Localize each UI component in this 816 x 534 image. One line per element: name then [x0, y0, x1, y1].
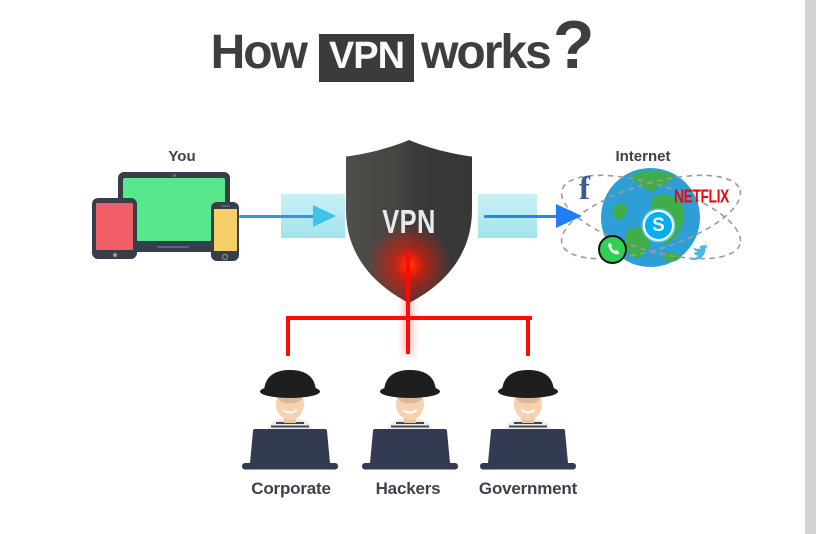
scrollbar-track[interactable] — [805, 0, 816, 534]
hacker-figure-government — [478, 366, 578, 476]
internet-label: Internet — [615, 148, 671, 165]
title-word-how: How — [210, 26, 308, 79]
red-connector-horizontal — [286, 316, 532, 320]
phone-screen — [213, 209, 237, 251]
phone-speaker — [220, 205, 230, 207]
laptop-base — [109, 245, 236, 252]
facebook-icon: f — [579, 171, 590, 207]
arrow-right-icon-right — [556, 204, 582, 228]
user-devices-group: You — [90, 145, 250, 270]
whatsapp-phone-glyph — [608, 242, 620, 255]
twitter-icon — [687, 244, 709, 261]
connection-line-left — [239, 215, 315, 218]
laptop-screen — [123, 178, 225, 241]
hacker-figure-corporate — [240, 366, 340, 476]
hacker-figure-hackers — [360, 366, 460, 476]
skype-letter: S — [652, 214, 665, 236]
red-connector-center — [406, 253, 410, 354]
threat-label-hackers: Hackers — [375, 479, 441, 498]
title-question-mark: ? — [552, 7, 595, 83]
tablet-home-button — [112, 252, 117, 257]
phone-home-button — [222, 253, 228, 260]
you-label: You — [168, 148, 196, 165]
threat-label-government: Government — [478, 479, 578, 498]
laptop-camera-dot — [173, 174, 176, 177]
red-connector-left — [286, 316, 290, 356]
netflix-logo: NETFLIX — [674, 185, 729, 207]
tablet-icon — [92, 198, 137, 259]
title-vpn-badge: VPN — [318, 34, 415, 82]
page-title: How VPN works ? — [0, 6, 805, 84]
tablet-screen — [96, 203, 133, 250]
threat-label-corporate: Corporate — [251, 479, 331, 498]
connection-line-right — [484, 215, 560, 218]
title-word-works: works — [421, 26, 552, 79]
phone-icon — [211, 202, 239, 261]
laptop-notch — [155, 245, 190, 248]
internet-group: Internet f NETFLIX S — [560, 143, 748, 283]
red-connector-right — [526, 316, 530, 356]
whatsapp-icon — [598, 235, 627, 264]
orbit-dashes — [560, 174, 742, 260]
arrow-right-icon-left — [313, 205, 336, 227]
shield-vpn-label: VPN — [382, 202, 436, 241]
skype-icon: S — [643, 210, 674, 241]
